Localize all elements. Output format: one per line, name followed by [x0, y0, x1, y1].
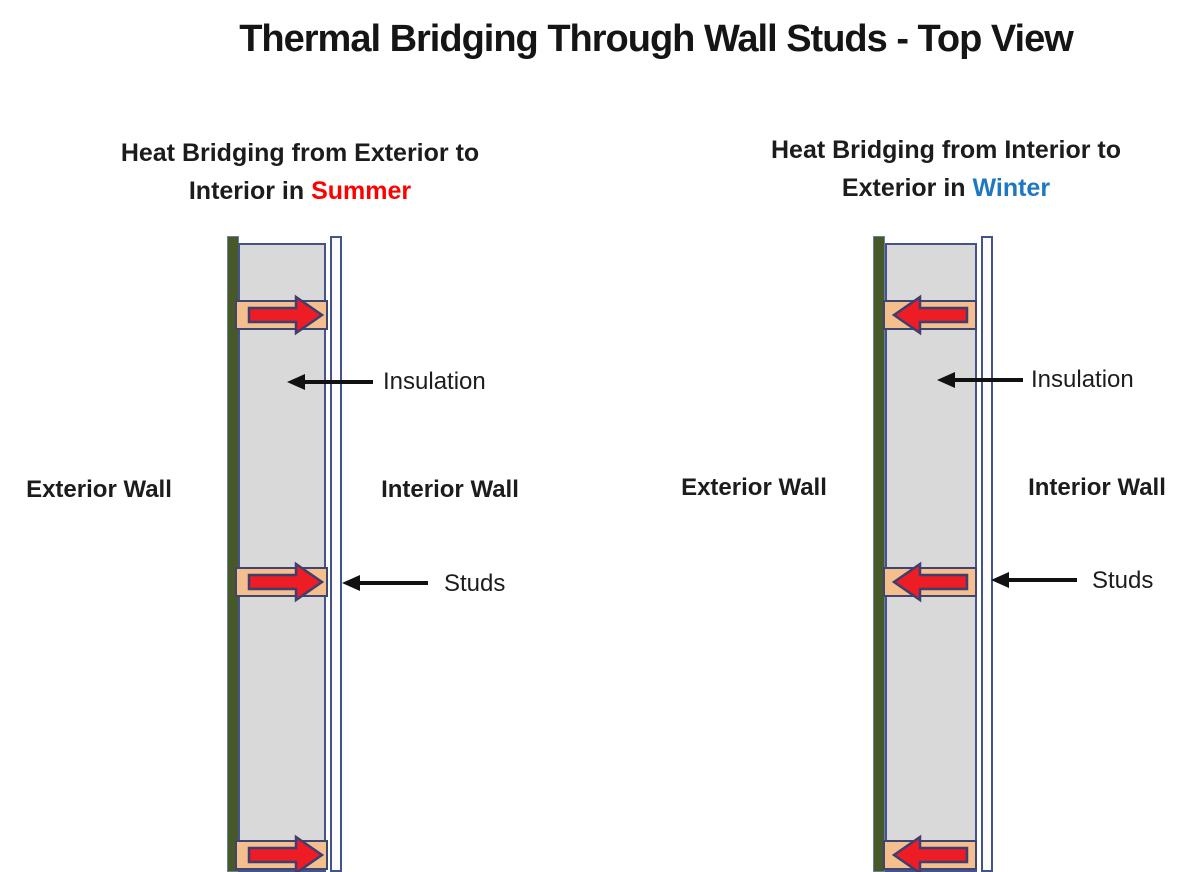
insulation-pointer-arrow: [937, 372, 1023, 388]
insulation-pointer-arrow: [287, 374, 373, 390]
summer-interior-wall-label: Interior Wall: [381, 476, 519, 503]
summer-subtitle-line1: Heat Bridging from Exterior to: [120, 139, 480, 167]
studs-pointer-arrow: [991, 572, 1077, 588]
summer-interior-drywall: [330, 236, 342, 872]
summer-highlight: Summer: [311, 177, 412, 205]
summer-subtitle-line2-prefix: Interior in: [188, 177, 312, 205]
summer-exterior-wall-label: Exterior Wall: [26, 476, 172, 503]
winter-interior-wall-label: Interior Wall: [1028, 474, 1166, 501]
insulation-label: Insulation: [1031, 366, 1134, 393]
winter-exterior-sheathing: [873, 236, 885, 872]
winter-subtitle-line2-prefix: Exterior in: [841, 174, 973, 202]
heat-arrow-right-top: [247, 294, 325, 336]
summer-subtitle: Heat Bridging from Exterior to Interior …: [60, 134, 540, 210]
summer-insulation-panel: [238, 243, 326, 872]
winter-subtitle-line1: Heat Bridging from Interior to: [771, 136, 1121, 164]
insulation-label: Insulation: [383, 368, 486, 395]
heat-arrow-right-bottom: [247, 834, 325, 872]
winter-subtitle: Heat Bridging from Interior to Exterior …: [706, 131, 1186, 207]
winter-insulation-panel: [885, 243, 977, 872]
winter-exterior-wall-label: Exterior Wall: [681, 474, 827, 501]
heat-arrow-left-bottom: [891, 834, 969, 872]
studs-label: Studs: [1092, 567, 1154, 594]
studs-label: Studs: [444, 570, 506, 597]
heat-arrow-left-top: [891, 294, 969, 336]
winter-interior-drywall: [981, 236, 993, 872]
heat-arrow-right-middle: [247, 561, 325, 603]
heat-arrow-left-middle: [891, 561, 969, 603]
studs-pointer-arrow: [342, 575, 428, 591]
page-title: Thermal Bridging Through Wall Studs - To…: [239, 18, 1074, 60]
winter-highlight: Winter: [972, 174, 1051, 202]
